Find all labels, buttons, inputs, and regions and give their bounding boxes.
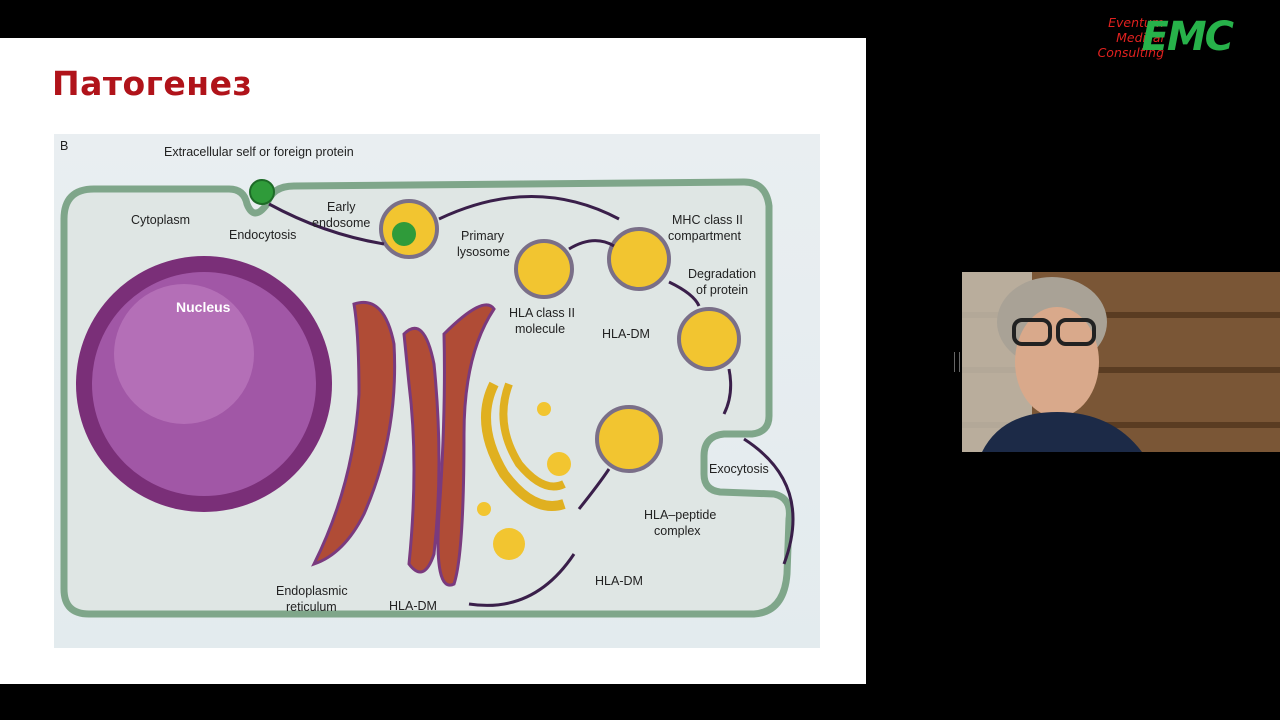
slide-title: Патогенез (52, 64, 253, 103)
label-hla-dm-1: HLA-DM (602, 327, 650, 341)
endoplasmic-reticulum-2 (402, 326, 441, 574)
label-cytoplasm: Cytoplasm (131, 213, 190, 227)
label-degradation-2: of protein (696, 283, 748, 297)
presenter-video-frame (962, 272, 1280, 452)
panel-splitter-handle[interactable] (954, 352, 960, 372)
degradation-vesicle (677, 307, 741, 371)
label-hla-dm-2: HLA-DM (389, 599, 437, 613)
emc-logo: Eventum Medical Consulting EMC (1050, 14, 1240, 60)
panel-letter: B (60, 139, 68, 153)
protein-in-endosome (392, 222, 416, 246)
label-hla-molecule-1: HLA class II (509, 306, 575, 320)
label-er-2: reticulum (286, 600, 337, 614)
arrow-lysosome (568, 239, 615, 251)
label-exocytosis: Exocytosis (709, 462, 769, 476)
arrow-exocytosis (722, 368, 733, 415)
label-endocytosis: Endocytosis (229, 228, 296, 242)
golgi-apparatus-2 (499, 382, 566, 491)
label-primary-lysosome-2: lysosome (457, 245, 510, 259)
label-hla-peptide-1: HLA–peptide (644, 508, 716, 522)
arrow-golgi-vesicle (577, 468, 611, 510)
antigen-presentation-diagram: B Extracellular self or foreign protein … (54, 134, 820, 648)
presenter-webcam (962, 272, 1280, 452)
logo-text: Eventum Medical Consulting (1098, 15, 1164, 60)
arrow-out (743, 437, 795, 565)
small-vesicle-3 (537, 402, 551, 416)
nucleus-highlight (114, 284, 254, 424)
label-degradation-1: Degradation (688, 267, 756, 281)
logo-line-consulting: Consulting (1097, 45, 1164, 60)
logo-line-medical: Medical (1116, 30, 1164, 45)
arrow-degradation (668, 280, 701, 307)
label-hla-peptide-2: complex (654, 524, 701, 538)
label-hla-molecule-2: molecule (515, 322, 565, 336)
label-mhc-compartment-2: compartment (668, 229, 741, 243)
endoplasmic-reticulum (311, 301, 397, 567)
label-nucleus: Nucleus (176, 299, 231, 315)
label-hla-dm-3: HLA-DM (595, 574, 643, 588)
small-vesicle-1 (493, 528, 525, 560)
presentation-slide: Патогенез (0, 38, 866, 684)
small-vesicle-2 (547, 452, 571, 476)
endoplasmic-reticulum-3 (436, 303, 496, 587)
small-vesicle-4 (477, 502, 491, 516)
label-early-endosome-1: Early (327, 200, 356, 214)
extracellular-protein (249, 179, 275, 205)
arrow-er-to-golgi (468, 553, 576, 607)
label-primary-lysosome-1: Primary (461, 229, 505, 243)
hla-peptide-vesicle (595, 405, 663, 473)
arrow-endocytosis (268, 202, 385, 246)
logo-line-eventum: Eventum (1108, 15, 1164, 30)
primary-lysosome (514, 239, 574, 299)
diagram-svg: B Extracellular self or foreign protein … (60, 139, 795, 618)
label-er-1: Endoplasmic (276, 584, 348, 598)
label-early-endosome-2: endosome (312, 216, 370, 230)
label-extracellular: Extracellular self or foreign protein (164, 145, 354, 159)
label-mhc-compartment-1: MHC class II (672, 213, 743, 227)
arrow-to-mhc (438, 195, 620, 221)
logo-mark: EMC (1141, 14, 1234, 60)
mhc-compartment (607, 227, 671, 291)
golgi-apparatus (481, 381, 566, 511)
